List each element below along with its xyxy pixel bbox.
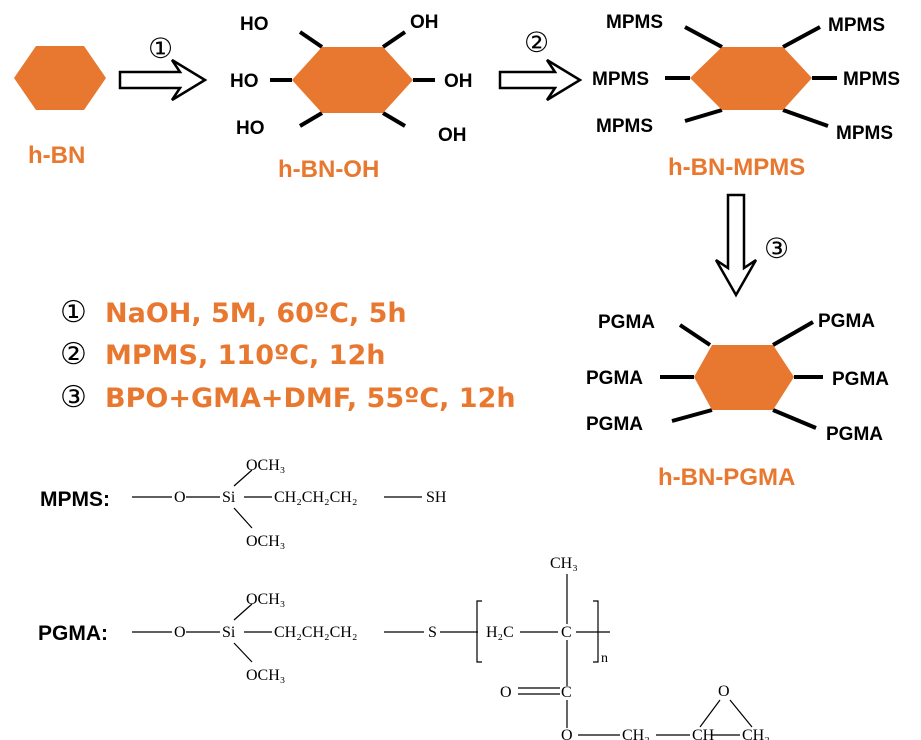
pgma-carbonyl-c: C — [561, 684, 572, 701]
mpms-och3-top: OCH₃ — [246, 457, 285, 474]
pgma-ester-o: O — [561, 727, 573, 740]
mpms-group-top-left: MPMS — [606, 12, 663, 33]
pgma-ch2: CH₂ — [622, 727, 650, 740]
step3-arrow — [714, 193, 758, 298]
mpms-structure-bonds — [132, 469, 422, 529]
oh-group-middle: OH — [444, 71, 473, 92]
ho-group-middle: HO — [230, 71, 259, 92]
pgma-epox-o: O — [718, 683, 730, 700]
condition-3-number: ③ — [60, 380, 87, 415]
pgma-ch3: CH₃ — [550, 555, 578, 572]
hbn-mpms-molecule — [665, 25, 837, 128]
pgma-c-backbone: C — [561, 624, 572, 641]
mpms-och3-bottom: OCH₃ — [246, 533, 285, 550]
pgma-epox-ch: CH — [692, 727, 715, 740]
hbn-pgma-molecule — [660, 320, 823, 430]
mpms-chain: CH₂CH₂CH₂ — [274, 489, 357, 506]
step2-arrow-label: ② — [524, 26, 549, 59]
hbn-mpms-label: h-BN-MPMS — [668, 154, 805, 181]
pgma-epox-ch2: CH₂ — [742, 727, 770, 740]
hbn-oh-molecule — [270, 30, 435, 128]
condition-2-number: ② — [60, 337, 87, 372]
oh-group-bottom: OH — [438, 125, 467, 146]
pgma-s: S — [428, 624, 437, 641]
mpms-group-top-right: MPMS — [828, 15, 885, 36]
conditions-list: ① NaOH, 5M, 60ºC, 5h ② MPMS, 110ºC, 12h … — [60, 295, 516, 415]
mpms-group-middle-left: MPMS — [592, 69, 649, 90]
pgma-structure: PGMA: — [38, 555, 770, 740]
mpms-group-bottom-left: MPMS — [596, 116, 653, 137]
hbn-label: h-BN — [28, 142, 85, 169]
mpms-si: Si — [222, 489, 236, 506]
pgma-group-bottom-left: PGMA — [586, 414, 643, 435]
hbn-pgma-bonds — [660, 320, 823, 430]
step1-arrow-label: ① — [148, 32, 173, 65]
pgma-h2c: H₂C — [486, 624, 514, 641]
pgma-group-top-left: PGMA — [598, 312, 655, 333]
step2-arrow — [498, 58, 583, 102]
pgma-group-bottom-right: PGMA — [826, 424, 883, 445]
mpms-structure-label: MPMS: — [40, 488, 110, 511]
step3-arrow-label: ③ — [764, 232, 789, 265]
pgma-si: Si — [222, 624, 236, 641]
mpms-structure: MPMS: O Si OCH₃ OCH₃ CH₂CH₂CH₂ SH — [40, 457, 447, 550]
hbn-mpms-hexagon — [690, 47, 812, 110]
mpms-sh: SH — [426, 489, 447, 506]
pgma-o: O — [174, 624, 186, 641]
ho-group-bottom: HO — [236, 118, 265, 139]
ho-group-top: HO — [240, 14, 269, 35]
condition-2-text: MPMS, 110ºC, 12h — [105, 340, 385, 371]
pgma-n-subscript: n — [601, 651, 608, 666]
pgma-chain: CH₂CH₂CH₂ — [274, 624, 357, 641]
hbn-oh-label: h-BN-OH — [278, 156, 379, 183]
hbn-hexagon — [14, 46, 106, 110]
mpms-o: O — [174, 489, 186, 506]
pgma-group-middle-right: PGMA — [832, 369, 889, 390]
hbn-mpms-bonds — [665, 25, 837, 128]
hbn-pgma-hexagon — [694, 345, 794, 410]
pgma-structure-bonds — [132, 574, 753, 736]
condition-1-text: NaOH, 5M, 60ºC, 5h — [105, 298, 407, 329]
hbn-oh-hexagon — [292, 47, 413, 113]
pgma-och3-top: OCH₃ — [246, 591, 285, 608]
pgma-group-middle-left: PGMA — [586, 368, 643, 389]
pgma-och3-bottom: OCH₃ — [246, 667, 285, 684]
hbn-pgma-label: h-BN-PGMA — [658, 464, 795, 491]
condition-3-text: BPO+GMA+DMF, 55ºC, 12h — [105, 383, 516, 414]
pgma-structure-label: PGMA: — [38, 622, 108, 645]
mpms-group-bottom-right: MPMS — [836, 123, 893, 144]
pgma-carbonyl-o: O — [500, 684, 512, 701]
oh-group-top: OH — [410, 12, 439, 33]
hbn-oh-bonds — [270, 30, 435, 128]
pgma-group-top-right: PGMA — [818, 311, 875, 332]
mpms-group-middle-right: MPMS — [843, 69, 900, 90]
step1-arrow — [118, 58, 208, 102]
condition-1-number: ① — [60, 295, 87, 330]
